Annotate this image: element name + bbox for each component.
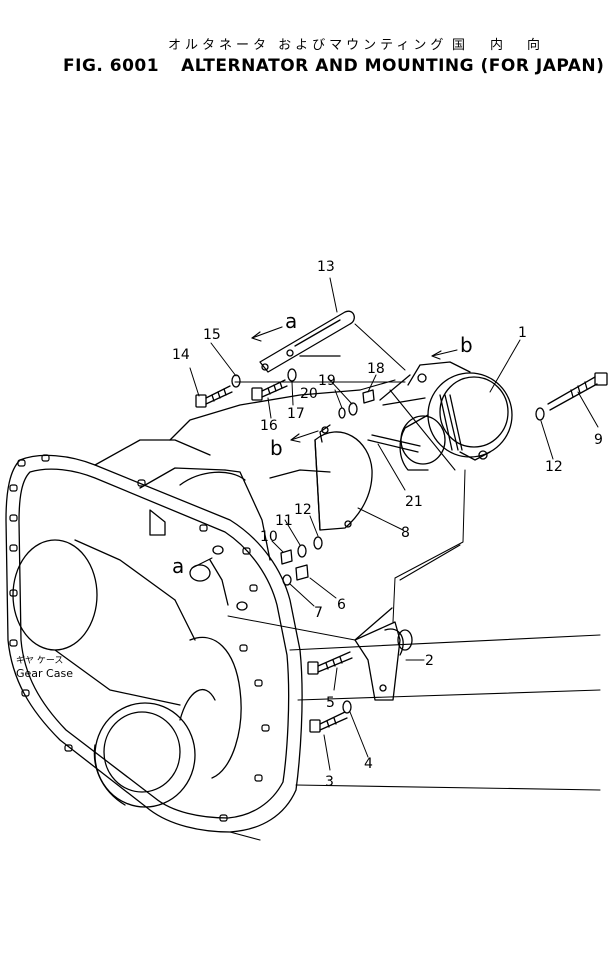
callout-10: 10 — [260, 529, 278, 545]
arrow-a-top — [251, 326, 283, 339]
callout-17: 17 — [287, 406, 305, 422]
alternator-bracket — [354, 607, 413, 701]
callout-7: 7 — [314, 605, 323, 621]
ref-a-top: a — [285, 309, 297, 333]
washer-12b — [313, 536, 323, 550]
gear-case-label-en: Gear Case — [16, 667, 73, 680]
leader-lines — [189, 277, 599, 771]
title-jp-main: オルタネータ およびマウンティング — [168, 38, 448, 53]
reference-arrows — [191, 326, 458, 569]
ref-b-cover: b — [270, 436, 283, 460]
belt-cover — [314, 424, 373, 531]
gear-case — [5, 389, 361, 833]
bolt-14 — [195, 385, 233, 408]
washer-19 — [348, 402, 358, 416]
callout-16: 16 — [260, 418, 278, 434]
title-jp-dest-1: 国 — [452, 38, 470, 53]
bolt-5 — [307, 651, 353, 675]
ref-a-case: a — [172, 554, 184, 578]
adjusting-bar — [259, 310, 355, 373]
callout-11: 11 — [275, 513, 293, 529]
bolt-16 — [251, 379, 288, 401]
callout-8: 8 — [401, 525, 410, 541]
rim-bolt-holes — [9, 454, 270, 822]
washer-15 — [231, 374, 241, 388]
arrow-b-cover — [290, 430, 319, 441]
callout-15: 15 — [203, 327, 221, 343]
engine-outline-lines — [229, 379, 601, 841]
washer-20 — [338, 407, 346, 419]
callout-12-left: 12 — [294, 502, 312, 518]
washers-and-nuts — [231, 368, 545, 714]
callout-14: 14 — [172, 347, 190, 363]
bolt-3 — [309, 711, 348, 733]
washer-12a — [535, 407, 545, 421]
callout-4: 4 — [364, 756, 373, 772]
title-jp-dest-3: 向 — [527, 38, 545, 53]
figure-title: FIG. 6001 ALTERNATOR AND MOUNTING (FOR JA… — [63, 56, 604, 76]
callout-19: 19 — [318, 373, 336, 389]
callout-3: 3 — [325, 774, 334, 790]
callout-9: 9 — [594, 432, 603, 448]
ref-b-top: b — [460, 333, 473, 357]
callout-5: 5 — [326, 695, 335, 711]
callout-labels: 1 2 3 4 5 6 7 8 9 10 11 12 12 13 14 15 1… — [16, 259, 603, 790]
arrow-a-case — [191, 557, 213, 569]
callout-1: 1 — [518, 325, 527, 341]
nut-18 — [362, 389, 375, 404]
nut-10 — [280, 549, 293, 565]
nut-6 — [295, 564, 309, 581]
washer-17 — [287, 368, 297, 382]
callout-2: 2 — [425, 653, 434, 669]
bolts — [195, 372, 608, 733]
callout-18: 18 — [367, 361, 385, 377]
alternator — [367, 361, 513, 471]
bolt-9 — [547, 372, 608, 411]
washer-11 — [297, 544, 307, 558]
figure-caption: ALTERNATOR AND MOUNTING (FOR JAPAN) — [181, 56, 605, 76]
callout-13: 13 — [317, 259, 335, 275]
figure-number: FIG. 6001 — [63, 56, 160, 76]
callout-6: 6 — [337, 597, 346, 613]
callout-12-right: 12 — [545, 459, 563, 475]
title-jp-dest-2: 内 — [490, 38, 508, 53]
callout-20: 20 — [300, 386, 318, 402]
callout-21: 21 — [405, 494, 423, 510]
washer-4 — [342, 700, 352, 714]
gear-case-label-jp: ギヤ ケース — [16, 655, 63, 666]
washer-7 — [282, 574, 292, 586]
arrow-b-top — [431, 349, 458, 357]
